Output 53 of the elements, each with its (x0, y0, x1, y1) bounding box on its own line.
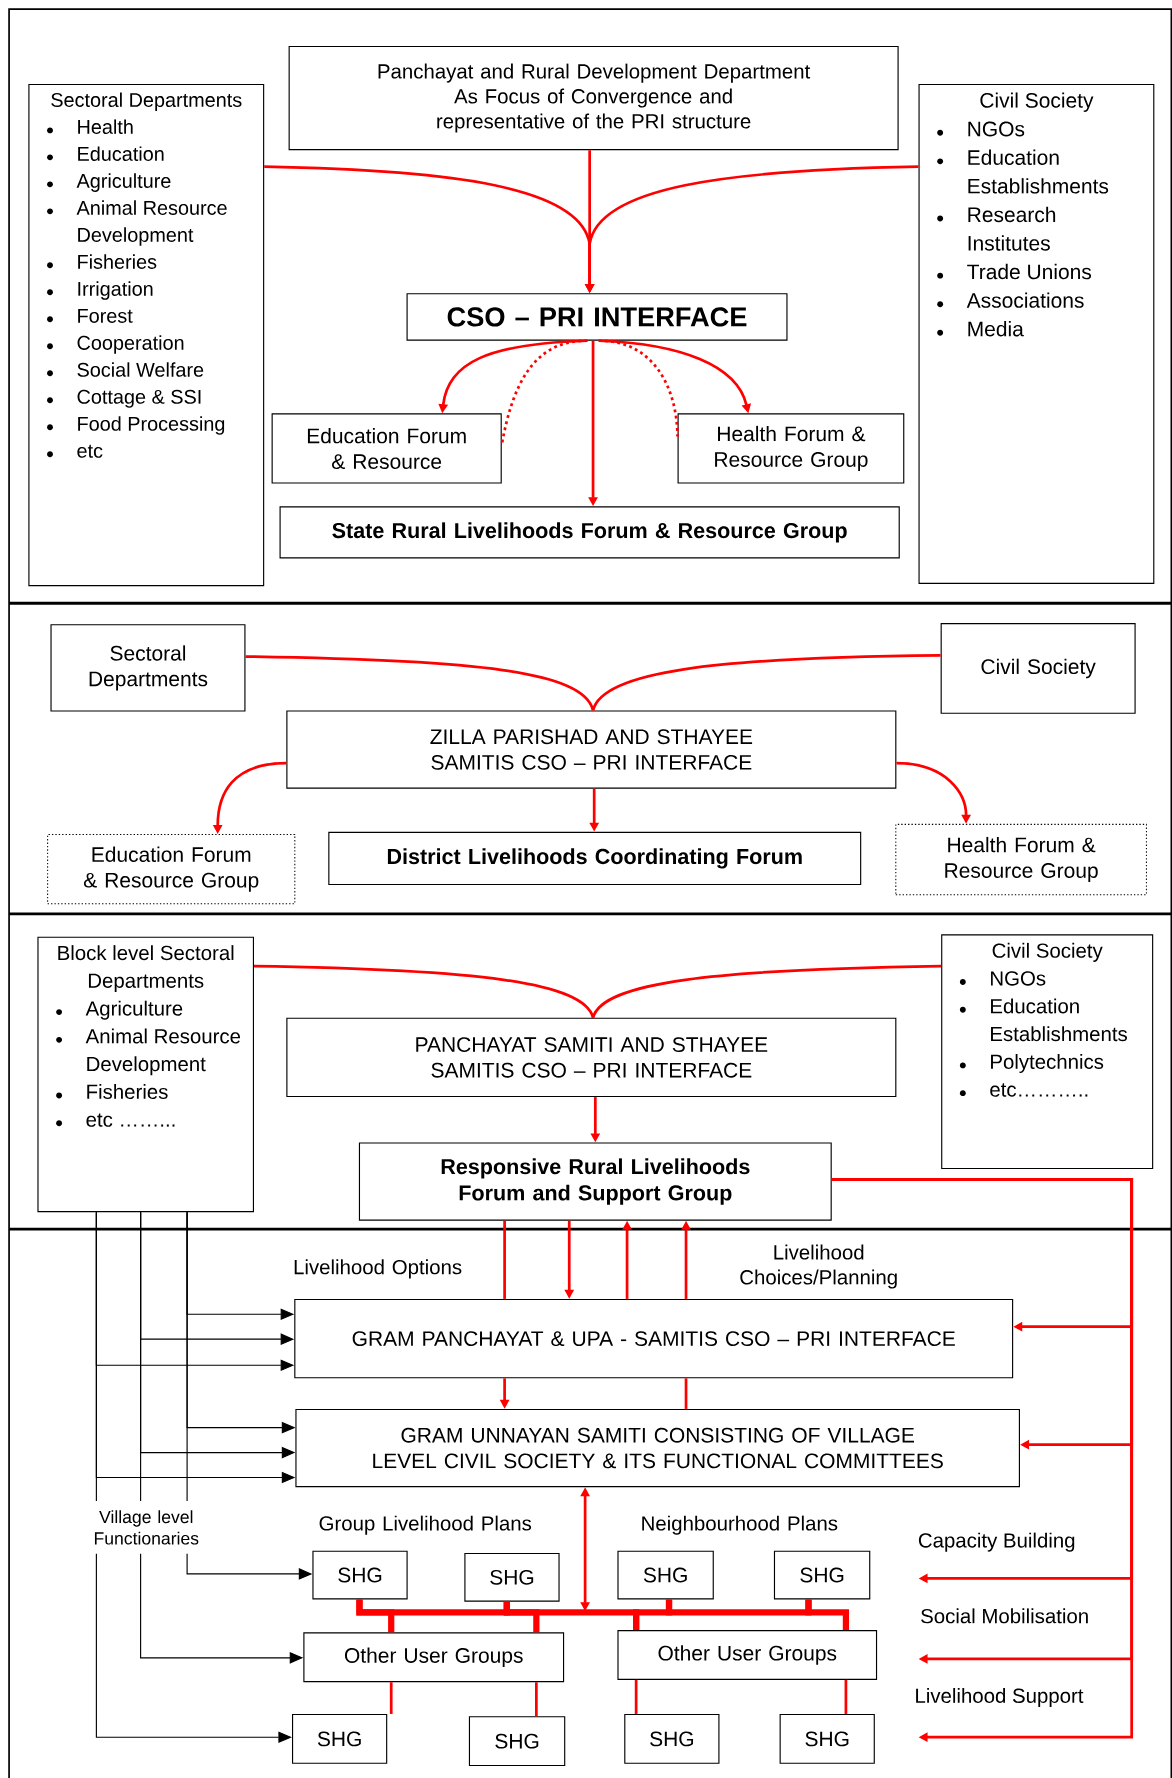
annotation-text: Livelihood Choices/Planning (740, 1244, 897, 1289)
process-box: SHG (312, 1550, 408, 1600)
list-box: Sectoral Departments Health Education Agriculture Animal Resource Development Fisheries Irrigation Forest Cooperation Social Welfare Cottage & SSI Food Processing etc (28, 83, 264, 587)
process-box: Other User Groups (617, 1630, 877, 1680)
connector-line (598, 339, 679, 437)
text-label: Village level Functionaries (94, 1510, 199, 1545)
connector-line (503, 1220, 506, 1299)
connector-line (389, 1682, 393, 1714)
connector-line (591, 964, 941, 1019)
connector-line (684, 1378, 688, 1409)
dotted-box: Health Forum & Resource Group (895, 823, 1147, 896)
process-box: Health Forum & Resource Group (677, 413, 905, 484)
process-box: CSO – PRI INTERFACE (406, 293, 788, 341)
list-box: Block level Sectoral Departments Agriculture Animal Resource Development Fisheries etc ……... (37, 936, 254, 1213)
process-box: Sectoral Departments (50, 624, 246, 712)
connector-line (634, 1679, 638, 1714)
process-box: SHG (779, 1713, 875, 1764)
annotation-text: Neighbourhood Plans (642, 1515, 838, 1535)
process-box: SHG (291, 1713, 387, 1764)
connector-line (844, 1679, 848, 1714)
edge-label: Capacity Building (916, 1531, 1077, 1553)
process-box: GRAM UNNAYAN SAMITI CONSISTING OF VILLAGE LEVEL CIVIL SOCIETY & ITS FUNCTIONAL COMMITTEES (295, 1408, 1020, 1488)
process-box: Responsive Rural Livelihoods Forum and Support Group (358, 1142, 832, 1221)
connector-line (186, 1211, 188, 1502)
process-box: District Livelihoods Coordinating Forum (328, 831, 861, 886)
connector-line (534, 1682, 538, 1717)
connector-line (245, 655, 595, 711)
connector-line (500, 339, 588, 445)
connector-line (253, 964, 595, 1019)
connector-line (805, 1599, 849, 1631)
process-box: SHG (468, 1716, 566, 1767)
process-box: GRAM PANCHAYAT & UPA - SAMITIS CSO – PRI INTERFACE (294, 1298, 1013, 1379)
edge-label: Social Mobilisation (918, 1607, 1091, 1625)
list-box: Civil Society NGOs Education Establishments Research Institutes Trade Unions Associations Media (918, 83, 1155, 584)
list-box: Civil Society NGOs Education Establishments Polytechnics etc……….. (940, 934, 1153, 1170)
process-box: State Rural Livelihoods Forum & Resource Group (279, 506, 900, 559)
annotation-text: Group Livelihood Plans (319, 1515, 531, 1535)
process-box: Education Forum & Resource (271, 413, 502, 484)
connector-line (591, 654, 941, 711)
process-box: SHG (464, 1552, 560, 1602)
annotation-text: Livelihood Options (294, 1259, 462, 1279)
process-box: Civil Society (940, 623, 1136, 714)
process-box: PANCHAYAT SAMITI AND STHAYEE SAMITIS CSO – PRI INTERFACE (286, 1017, 897, 1098)
connector-line (95, 1211, 97, 1502)
process-box: SHG (624, 1713, 720, 1764)
process-box: SHG (773, 1550, 871, 1600)
process-box: ZILLA PARISHAD AND STHAYEE SAMITIS CSO – PRI INTERFACE (286, 710, 897, 789)
process-box: Panchayat and Rural Development Department As Focus of Convergence and representative of the PRI structure (288, 45, 899, 151)
edge-label: Livelihood Support (913, 1686, 1085, 1709)
process-box: Other User Groups (303, 1632, 564, 1683)
dotted-box: Education Forum & Resource Group (46, 834, 296, 905)
connector-line (139, 1211, 141, 1502)
process-box: SHG (617, 1550, 714, 1600)
